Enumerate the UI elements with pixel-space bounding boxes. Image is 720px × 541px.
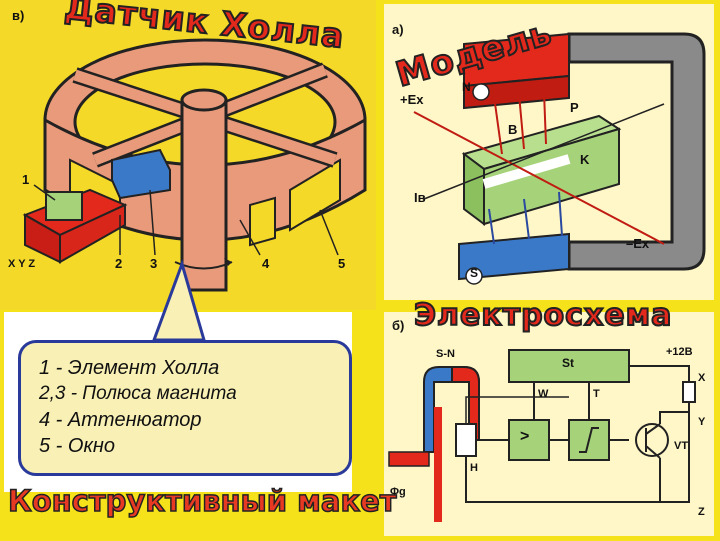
rotor-drawing — [22, 38, 367, 292]
label-y: Y — [698, 416, 706, 428]
label-xyz: X Y Z — [8, 258, 36, 270]
label-z: Z — [698, 506, 705, 518]
blue-pole — [111, 148, 171, 200]
legend-item-3: 4 - Аттенюатор — [39, 409, 202, 431]
label-n: N — [462, 80, 471, 94]
south-pole — [458, 232, 570, 281]
panel-tag-b: б) — [392, 318, 405, 333]
rotor-window — [249, 196, 276, 247]
label-3: 3 — [150, 256, 158, 271]
label-plus-ex: +Ex — [400, 92, 424, 107]
panel-tag-a: а) — [392, 22, 404, 37]
rotor-window — [289, 158, 341, 232]
label-s: S — [470, 266, 479, 280]
title-schematic: Электросхема — [413, 297, 673, 334]
transistor — [635, 423, 669, 457]
label-comparator: > — [520, 428, 530, 445]
hall-sensor-illustration: в) Датчик Холла 1 2 3 4 5 X Y Z — [0, 0, 376, 310]
bubble-pointer — [151, 259, 206, 342]
label-st: St — [562, 356, 574, 370]
label-w: W — [538, 388, 549, 400]
label-phi: Φg — [390, 486, 406, 498]
label-k: K — [580, 152, 590, 167]
label-plus12: +12B — [666, 346, 693, 358]
panel-tag-v: в) — [12, 8, 25, 23]
schem-hall — [455, 423, 477, 457]
legend-item-1: 1 - Элемент Холла — [39, 357, 220, 379]
label-t: T — [593, 388, 600, 400]
label-iv: Iв — [414, 190, 426, 205]
label-4: 4 — [262, 256, 270, 271]
legend-bubble: 1 - Элемент Холла 2,3 - Полюса магнита 4… — [18, 340, 352, 476]
schematic-panel: б) Электросхема S-N St W T > +12B X Y VT… — [384, 297, 714, 536]
label-vt: VT — [674, 440, 689, 452]
stabilizer-block — [508, 349, 630, 383]
label-h: H — [470, 462, 478, 474]
schematic-drawing — [388, 349, 696, 522]
model-panel: а) Модель +Ex N P В K Iв –Ex S — [384, 4, 714, 300]
hall-element — [45, 191, 83, 221]
label-1: 1 — [22, 172, 30, 187]
legend-item-2: 2,3 - Полюса магнита — [39, 383, 237, 404]
label-x: X — [698, 372, 706, 384]
label-p: P — [570, 100, 579, 115]
model-drawing — [413, 32, 706, 285]
label-minus-ex: –Ex — [626, 236, 650, 251]
label-sn: S-N — [436, 348, 455, 360]
rotor-shaft — [180, 98, 228, 292]
legend-item-4: 5 - Окно — [39, 435, 116, 457]
label-2: 2 — [115, 256, 123, 271]
label-5: 5 — [338, 256, 346, 271]
title-layout: Конструктивный макет — [7, 483, 397, 519]
label-b: В — [508, 122, 518, 137]
